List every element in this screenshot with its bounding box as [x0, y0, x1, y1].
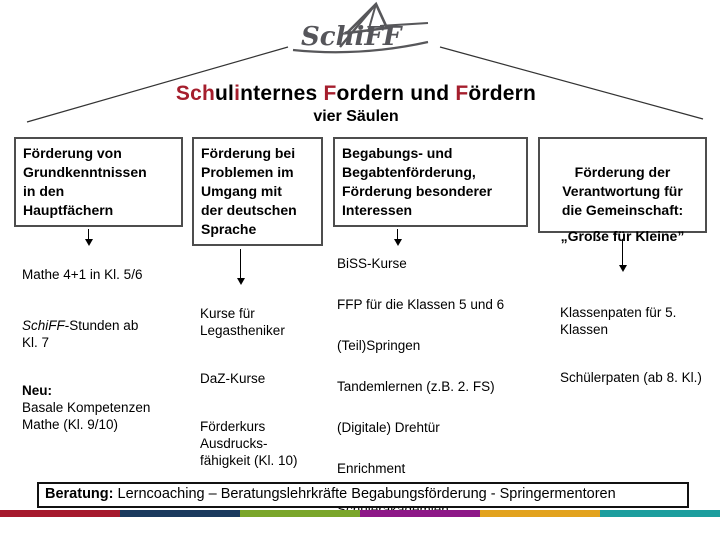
down-arrow-icon	[84, 229, 93, 246]
logo-text: SchiFF	[301, 22, 403, 52]
list-item: (Teil)Springen	[337, 338, 421, 353]
pillar-content-grundkenntnisse: Mathe 4+1 in Kl. 5/6 SchiFF-Stunden ab K…	[22, 249, 184, 464]
schiff-logo: SchiFF	[292, 1, 429, 54]
pillar-box-verantwortung: Förderung der Verantwortung für die Geme…	[538, 137, 707, 244]
subtitle: vier Säulen	[313, 108, 399, 125]
list-item-text: -Stunden ab Kl. 7	[22, 318, 139, 350]
list-item: Kurse für Legastheniker	[200, 306, 285, 338]
list-item: Tandemlernen (z.B. 2. FS)	[337, 379, 495, 394]
beratung-bar: Beratung: Lerncoaching – Beratungslehrkr…	[37, 482, 689, 508]
neu-label: Neu:	[22, 383, 52, 398]
down-arrow-icon	[393, 229, 402, 246]
list-item: DaZ-Kurse	[200, 371, 266, 386]
down-arrow-icon	[618, 239, 627, 272]
stripe-segment-red	[0, 510, 120, 517]
page-title: Schulinternes Fordern und Fördern	[0, 82, 712, 106]
title-part: ul	[215, 82, 235, 105]
pillar-content-verantwortung: Klassenpaten für 5. Klassen Schülerpaten…	[560, 287, 710, 417]
title-part: i	[234, 82, 241, 105]
stripe-segment-green	[240, 510, 360, 517]
beratung-text: Lerncoaching – Beratungslehrkräfte Begab…	[113, 486, 616, 502]
list-item: SchiFF-Stunden ab Kl. 7	[22, 317, 184, 351]
color-stripe	[0, 510, 720, 517]
list-item: Klassenpaten für 5. Klassen	[560, 305, 677, 337]
pillar-content-begabtenfoerderung: BiSS-Kurse FFP für die Klassen 5 und 6 (…	[337, 243, 552, 540]
list-item: Förderkurs Ausdrucks- fähigkeit (Kl. 10)	[200, 419, 298, 468]
title-part: F	[323, 82, 337, 105]
list-item: BiSS-Kurse	[337, 256, 407, 271]
pillar-heading: Förderung der Verantwortung für die Geme…	[561, 164, 684, 218]
stripe-segment-teal	[600, 510, 720, 517]
schiff-word: SchiFF	[22, 318, 65, 333]
stripe-segment-purple	[360, 510, 480, 517]
title-part: Sch	[175, 82, 216, 105]
pillar-box-deutsche-sprache: Förderung bei Problemen im Umgang mit de…	[192, 137, 323, 246]
list-item: Neu: Basale Kompetenzen Mathe (Kl. 9/10)	[22, 382, 184, 433]
list-item: Enrichment	[337, 461, 406, 476]
list-item: Mathe 4+1 in Kl. 5/6	[22, 267, 143, 282]
title-part: ördern	[468, 82, 537, 105]
title-part: ordern und	[336, 82, 456, 105]
stripe-segment-navy	[120, 510, 240, 517]
beratung-label: Beratung:	[45, 486, 114, 502]
list-item: (Digitale) Drehtür	[337, 420, 440, 435]
list-item-text: Basale Kompetenzen Mathe (Kl. 9/10)	[22, 400, 151, 432]
pillar-box-begabtenfoerderung: Begabungs- und Begabtenförderung, Förder…	[333, 137, 528, 227]
stripe-segment-amber	[480, 510, 600, 517]
pillar-content-deutsche-sprache: Kurse für Legastheniker DaZ-Kurse Förder…	[200, 288, 326, 500]
sail-triangle-icon	[343, 1, 389, 35]
title-part: F	[455, 82, 469, 105]
list-item: FFP für die Klassen 5 und 6	[337, 297, 505, 312]
pillar-box-grundkenntnisse: Förderung von Grundkenntnissen in den Ha…	[14, 137, 183, 227]
pillar-quote: „Große für Kleine”	[560, 228, 685, 244]
list-item: Schülerpaten (ab 8. Kl.)	[560, 370, 702, 385]
title-part: nternes	[240, 82, 324, 105]
down-arrow-icon	[236, 249, 245, 285]
